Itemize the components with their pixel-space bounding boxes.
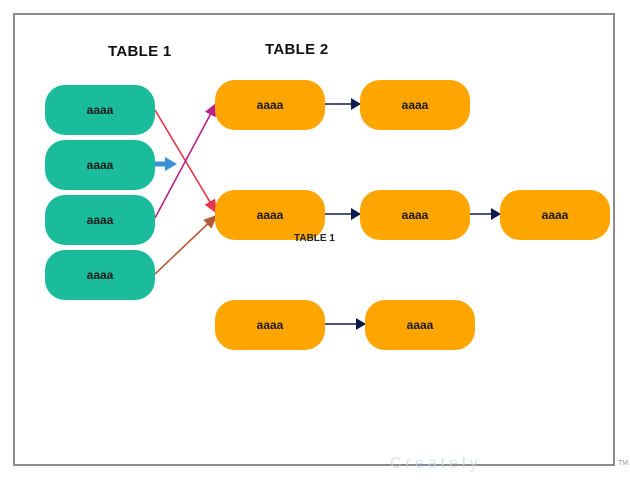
table1-title: TABLE 1 xyxy=(108,43,172,60)
link-t1n4-to-t2r2 xyxy=(154,214,218,275)
table2-row2-node-3[interactable]: aaaa xyxy=(500,190,610,240)
blue-arrow-head xyxy=(165,157,177,171)
table1-node-1[interactable]: aaaa xyxy=(45,85,155,135)
watermark-tm: TM xyxy=(618,460,629,467)
diagram-frame xyxy=(13,13,615,466)
table2-row2-node-2[interactable]: aaaa xyxy=(360,190,470,240)
table1-node-4[interactable]: aaaa xyxy=(45,250,155,300)
table1-node-3[interactable]: aaaa xyxy=(45,195,155,245)
table2-row3-node-1[interactable]: aaaa xyxy=(215,300,325,350)
table2-row3-node-2[interactable]: aaaa xyxy=(365,300,475,350)
table2-row1-node-1[interactable]: aaaa xyxy=(215,80,325,130)
table2-row1-node-2[interactable]: aaaa xyxy=(360,80,470,130)
overlay-label: TABLE 1 xyxy=(294,233,335,244)
watermark-logo: Creately xyxy=(390,455,482,472)
table2-title: TABLE 2 xyxy=(265,41,329,58)
table2-row2-node-1[interactable]: aaaa xyxy=(215,190,325,240)
link-t1n3-to-t2r1 xyxy=(154,102,217,219)
table1-node-2[interactable]: aaaa xyxy=(45,140,155,190)
